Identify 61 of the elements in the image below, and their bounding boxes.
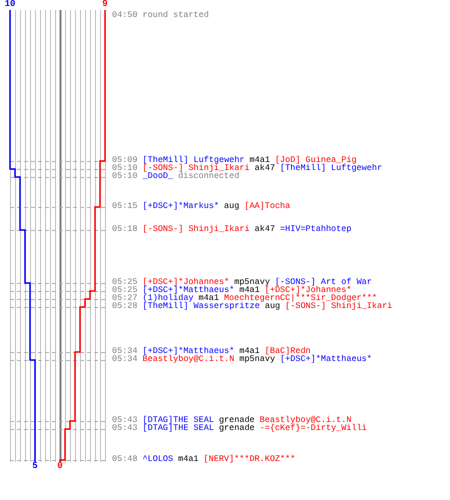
player-name: [NERV]***DR.KOZ*** [204,455,296,464]
player-name: =HIV=Ptahhotep [280,225,352,234]
timestamp: 05:10 [112,164,138,173]
timestamp: 04:50 [112,11,138,20]
player-name: ^LOLOS [142,455,174,464]
player-name: [+DSC+]*Matthaeus* [280,355,372,364]
player-name: MoechtegernCC|***Sir_Dodger*** [224,294,377,303]
player-name: Beastlyboy@C.i.t.N [142,355,234,364]
weapon-name: m4a1 [250,156,270,165]
player-name: _DooD_ [142,172,174,181]
player-name: [+DSC+]*Johannes* [264,286,352,295]
player-name: [TheMill] Luftgewehr [280,164,382,173]
timestamp: 05:34 [112,347,138,356]
weapon-name: grenade [218,424,255,433]
score-number: 10 [4,0,16,9]
timestamp: 05:25 [112,278,138,287]
timestamp: 05:09 [112,156,138,165]
timestamp: 05:43 [112,416,138,425]
event-text: disconnected [178,172,240,181]
player-name: [-SONS-] Shinji_Ikari [285,302,392,311]
weapon-name: aug [224,202,240,211]
player-name: [-SONS-] Shinji_Ikari [142,164,250,173]
player-name: [DTAG]THE SEAL [142,416,214,425]
player-name: [JoD] Guinea_Pig [274,156,357,165]
player-name: [-SONS-] Art of War [274,278,372,287]
weapon-name: aug [264,302,280,311]
player-name: [-SONS-] Shinji_Ikari [142,225,250,234]
player-name: [+DSC+]*Matthaeus* [142,286,234,295]
weapon-name: ak47 [254,164,276,173]
timestamp: 05:15 [112,202,138,211]
timestamp: 05:18 [112,225,138,234]
score-number: 9 [102,0,108,9]
weapon-name: ak47 [254,225,276,234]
timestamp: 05:28 [112,302,138,311]
player-name: Beastlyboy@C.i.t.N [260,416,352,425]
weapon-name: m4a1 [198,294,219,303]
player-name: [+DSC+]*Johannes* [142,278,230,287]
weapon-name: m4a1 [239,286,260,295]
score-number: 0 [57,462,63,471]
weapon-name: mp5navy [234,278,270,287]
event-text: round started [142,11,209,20]
score-number: 5 [32,462,38,471]
timestamp: 05:27 [112,294,138,303]
player-name: -={cKef}=-Dirty_Willi [260,424,367,433]
player-name: [BaC]Redn [264,347,311,356]
player-name: [+DSC+]*Matthaeus* [142,347,234,356]
player-name: [TheMill] Wasserspritze [142,302,260,311]
weapon-name: m4a1 [239,347,260,356]
player-name: (1)holiday [142,294,194,303]
player-name: [DTAG]THE SEAL [142,424,214,433]
player-name: [TheMill] Luftgewehr [142,156,245,165]
timestamp: 05:43 [112,424,138,433]
timestamp: 05:48 [112,455,138,464]
player-name: [+DSC+]*Markus* [142,202,220,211]
weapon-name: m4a1 [178,455,199,464]
weapon-name: grenade [218,416,255,425]
timestamp: 05:34 [112,355,138,364]
timestamp: 05:25 [112,286,138,295]
timestamp: 05:10 [112,172,138,181]
player-name: [AA]Tocha [244,202,290,211]
weapon-name: mp5navy [239,355,276,364]
